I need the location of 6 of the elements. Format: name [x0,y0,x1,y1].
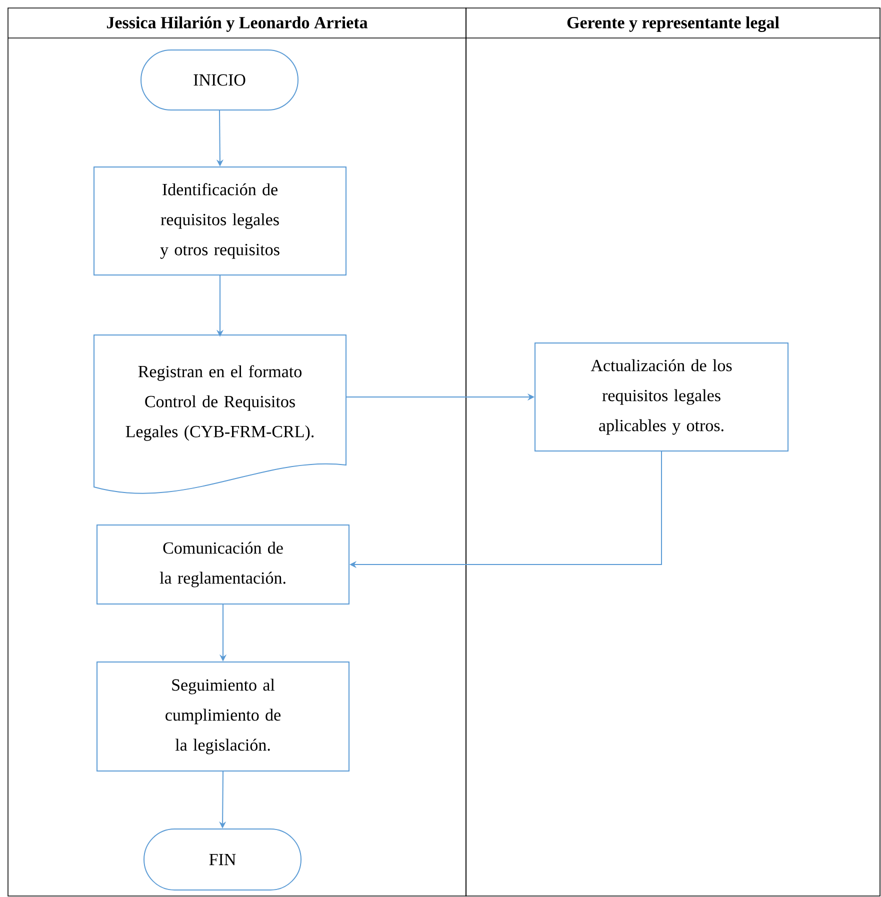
terminator: INICIO [140,50,298,110]
process-box: Actualización de los requisitos legales aplicables y otros. [534,342,788,452]
process-box: Identificación de requisitos legales y otros requisitos [94,166,346,276]
terminator: FIN [144,828,302,890]
process-box: Seguimiento al cumplimiento de la legislación. [96,662,350,772]
process-box: Comunicación de la reglamentación. [96,524,350,604]
